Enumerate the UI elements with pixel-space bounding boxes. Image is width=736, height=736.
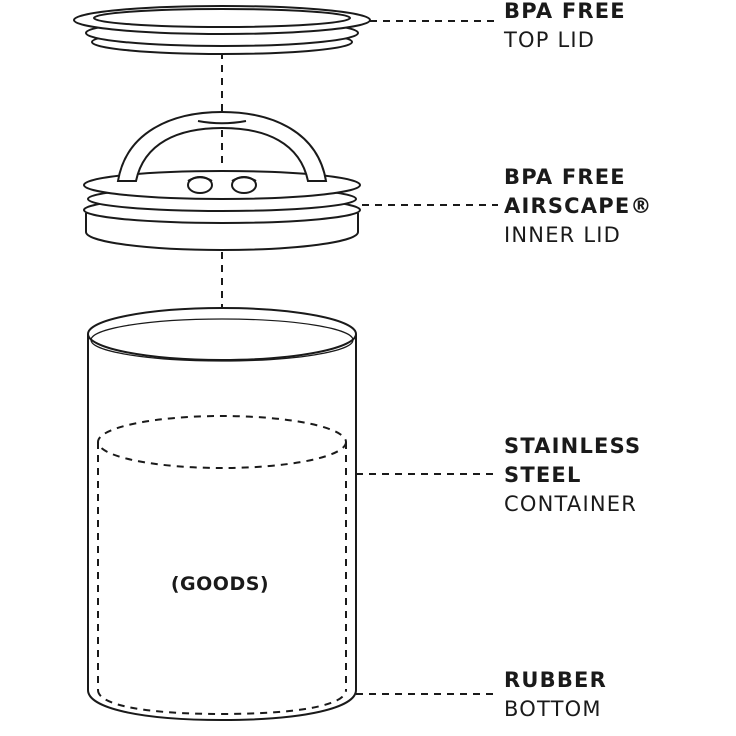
label-top-lid-line2: TOP LID <box>504 28 596 52</box>
goods-label: (GOODS) <box>170 573 270 595</box>
label-bottom: RUBBER BOTTOM <box>504 666 607 724</box>
label-container-line1: STAINLESS <box>504 434 642 458</box>
label-inner-lid-line1: BPA FREE <box>504 165 626 189</box>
label-inner-lid: BPA FREE AIRSCAPE® INNER LID <box>504 163 653 250</box>
label-top-lid-line1: BPA FREE <box>504 0 626 23</box>
top-lid <box>73 5 371 55</box>
label-container-line3: CONTAINER <box>504 492 638 516</box>
stainless-steel-container <box>87 307 357 722</box>
label-inner-lid-line2: AIRSCAPE® <box>504 194 653 218</box>
label-container-line2: STEEL <box>504 463 582 487</box>
inner-lid <box>83 110 361 251</box>
label-container: STAINLESS STEEL CONTAINER <box>504 432 641 519</box>
label-top-lid: BPA FREE TOP LID <box>504 0 626 55</box>
label-bottom-line1: RUBBER <box>504 668 607 692</box>
label-bottom-line2: BOTTOM <box>504 697 602 721</box>
label-inner-lid-line3: INNER LID <box>504 223 622 247</box>
